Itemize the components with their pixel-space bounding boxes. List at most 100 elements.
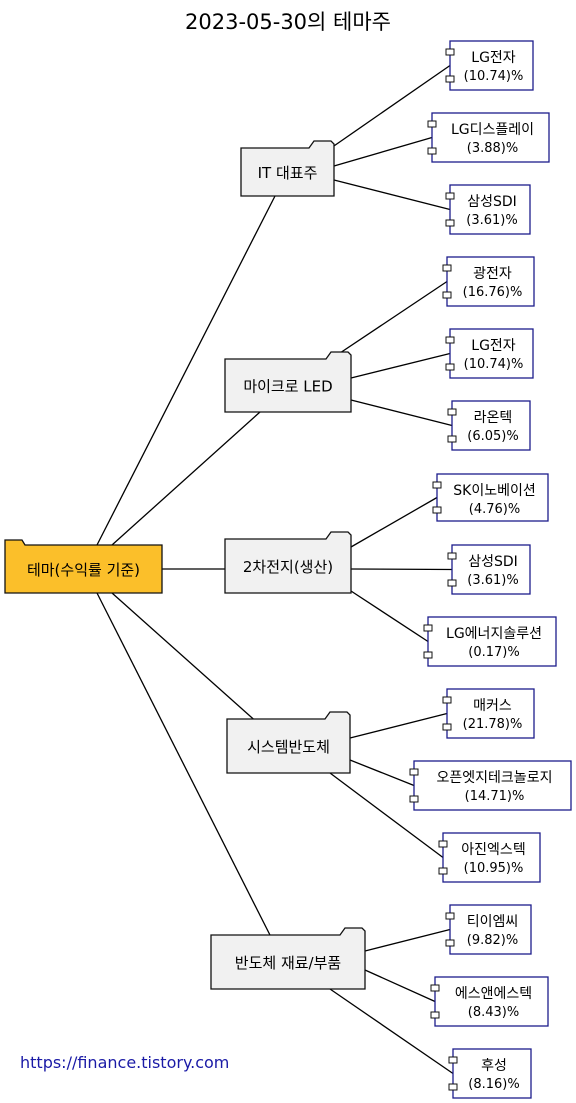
- theme-node[interactable]: 반도체 재료/부품: [210, 927, 366, 990]
- theme-to-stock-line: [350, 496, 438, 548]
- stock-return: (8.43)%: [468, 1005, 519, 1020]
- theme-node[interactable]: 시스템반도체: [226, 711, 351, 774]
- component-port-icon: [427, 147, 437, 155]
- theme-to-stock-line: [349, 712, 448, 739]
- stock-return: (3.61)%: [466, 213, 517, 228]
- stock-return: (10.95)%: [464, 861, 524, 876]
- stock-name: LG전자: [471, 338, 516, 354]
- theme-node-label: 마이크로 LED: [243, 378, 332, 396]
- theme-node-label: 반도체 재료/부품: [235, 954, 341, 972]
- component-port-icon: [448, 1083, 458, 1091]
- stock-box: [451, 544, 531, 595]
- component-port-icon: [438, 840, 448, 848]
- root-to-theme-line: [111, 592, 261, 726]
- theme-to-stock-line: [364, 969, 436, 1003]
- stock-box: [427, 616, 557, 667]
- stock-node[interactable]: 티이엠씨 (9.82)%: [445, 904, 532, 955]
- component-port-icon: [430, 1011, 440, 1019]
- stock-return: (10.74)%: [464, 357, 524, 372]
- theme-to-stock-line: [350, 590, 429, 643]
- component-port-icon: [448, 1056, 458, 1064]
- theme-node[interactable]: 2차전지(생산): [224, 531, 352, 594]
- stock-name: 오픈엣지테크놀로지: [437, 770, 553, 786]
- component-port-icon: [409, 795, 419, 803]
- theme-to-stock-line: [350, 352, 451, 379]
- theme-to-stock-line: [329, 988, 454, 1075]
- theme-to-stock-line: [349, 759, 415, 787]
- stock-node[interactable]: 에스앤에스텍 (8.43)%: [430, 976, 549, 1027]
- footer-link[interactable]: https://finance.tistory.com: [20, 1053, 230, 1072]
- root-folder-shape: [4, 539, 163, 594]
- stock-node[interactable]: 삼성SDI (3.61)%: [447, 544, 531, 595]
- stock-return: (3.61)%: [467, 573, 518, 588]
- stock-return: (0.17)%: [468, 645, 519, 660]
- stock-node[interactable]: LG전자(10.74)%: [445, 40, 534, 91]
- stock-return: (3.88)%: [467, 141, 518, 156]
- root-node[interactable]: 테마(수익률 기준): [4, 539, 163, 594]
- theme-to-stock-line: [364, 928, 451, 952]
- stock-box: [434, 976, 549, 1027]
- component-port-icon: [447, 435, 457, 443]
- component-port-icon: [445, 48, 455, 56]
- component-port-icon: [445, 336, 455, 344]
- component-port-icon: [442, 264, 452, 272]
- stock-box: [449, 184, 531, 235]
- root-to-theme-line: [111, 411, 261, 546]
- stock-box: [436, 473, 549, 522]
- stock-name: SK이노베이션: [453, 483, 535, 499]
- theme-to-stock-line: [333, 136, 433, 167]
- stock-return: (21.78)%: [463, 717, 523, 732]
- stock-node[interactable]: 라온텍(6.05)%: [447, 400, 531, 451]
- theme-to-stock-line: [329, 772, 444, 859]
- component-port-icon: [427, 120, 437, 128]
- stock-return: (16.76)%: [463, 285, 523, 300]
- stock-box: [446, 688, 535, 739]
- theme-folder-shape: [240, 140, 335, 197]
- stock-box: [446, 256, 535, 307]
- stock-name: 라온텍: [474, 410, 513, 426]
- stock-node[interactable]: 광전자 (16.76)%: [442, 256, 535, 307]
- stock-name: LG전자: [471, 50, 516, 66]
- component-port-icon: [432, 481, 442, 489]
- stock-name: 티이엠씨: [467, 914, 519, 930]
- stock-node[interactable]: 삼성SDI(3.61)%: [445, 184, 531, 235]
- stock-node[interactable]: LG에너지솔루션(0.17)%: [423, 616, 557, 667]
- stock-node[interactable]: 후성(8.16)%: [448, 1048, 532, 1099]
- theme-to-stock-line: [350, 399, 453, 427]
- diagram-title: 2023-05-30의 테마주: [185, 10, 391, 34]
- stock-box: [431, 112, 550, 163]
- component-port-icon: [445, 939, 455, 947]
- theme-folder-shape: [224, 351, 352, 413]
- stock-name: 삼성SDI: [468, 554, 518, 570]
- component-port-icon: [442, 291, 452, 299]
- stock-node[interactable]: LG전자 (10.74)%: [445, 328, 534, 379]
- component-port-icon: [445, 363, 455, 371]
- component-port-icon: [438, 867, 448, 875]
- stock-box: [451, 400, 531, 451]
- stock-name: 에스앤에스텍: [455, 986, 532, 1002]
- theme-to-stock-line: [333, 179, 451, 211]
- stock-node[interactable]: 아진엑스텍(10.95)%: [438, 832, 541, 883]
- stock-node[interactable]: 매커스(21.78)%: [442, 688, 535, 739]
- stock-node[interactable]: LG디스플레이(3.88)%: [427, 112, 550, 163]
- theme-folder-shape: [210, 927, 366, 990]
- stock-return: (14.71)%: [465, 789, 525, 804]
- stock-box: [449, 904, 532, 955]
- root-to-theme-line: [96, 195, 276, 546]
- component-port-icon: [409, 768, 419, 776]
- component-port-icon: [445, 912, 455, 920]
- connector-lines: [96, 64, 454, 1075]
- stock-node[interactable]: SK이노베이션(4.76)%: [432, 473, 549, 522]
- stock-node[interactable]: 오픈엣지테크놀로지 (14.71)%: [409, 760, 572, 811]
- stock-name: 광전자: [473, 266, 512, 282]
- component-port-icon: [447, 579, 457, 587]
- component-port-icon: [445, 219, 455, 227]
- component-port-icon: [447, 408, 457, 416]
- theme-to-stock-line: [330, 280, 448, 360]
- theme-node[interactable]: IT 대표주: [240, 140, 335, 197]
- component-port-icon: [423, 651, 433, 659]
- stock-return: (9.82)%: [467, 933, 518, 948]
- theme-node[interactable]: 마이크로 LED: [224, 351, 352, 413]
- component-port-icon: [442, 723, 452, 731]
- stock-box: [449, 40, 534, 91]
